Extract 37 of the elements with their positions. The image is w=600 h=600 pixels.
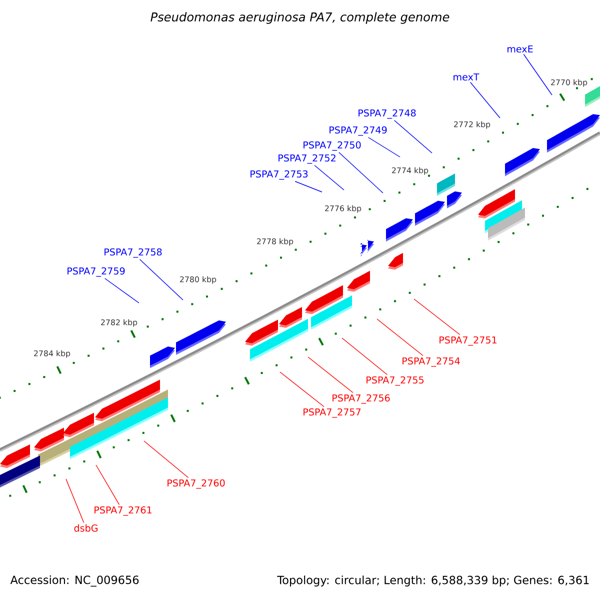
gene-label: PSPA7_2760 — [168, 479, 225, 489]
footer-text: Accession: NC_009656 — [10, 575, 139, 587]
leader-line — [280, 372, 324, 407]
leader-line — [308, 356, 354, 393]
leader-line — [294, 181, 322, 192]
gene-label: PSPA7_2759 — [68, 267, 125, 277]
leader-line — [314, 165, 344, 190]
leader-line — [414, 298, 460, 335]
gene-label: PSPA7_2757 — [304, 408, 361, 418]
leader-line — [394, 120, 432, 154]
gene-label: PSPA7_2754 — [402, 357, 460, 367]
leader-line — [368, 137, 400, 158]
leader-line — [104, 278, 140, 304]
leader-line — [139, 259, 184, 300]
leader-line — [144, 440, 189, 478]
gene-label: PSPA7_2751 — [440, 336, 496, 346]
title: Pseudomonas aeruginosa PA7, complete genome — [150, 12, 450, 24]
leader-line — [376, 318, 424, 356]
leader-line — [66, 478, 84, 523]
leader-line — [342, 338, 388, 375]
gene-label: mexE — [508, 45, 533, 53]
gene-label: PSPA7_2750 — [304, 141, 361, 151]
gene-label: PSPA7_2755 — [366, 376, 424, 386]
gene-label: PSPA7_2749 — [330, 126, 387, 136]
gene-label: PSPA7_2761 — [94, 506, 152, 516]
gene-label: PSPA7_2752 — [278, 154, 336, 164]
leader-line — [338, 152, 384, 194]
gene-label: PSPA7_2756 — [332, 394, 390, 404]
leader-line — [470, 82, 500, 118]
gene-label: PSPA7_2758 — [104, 248, 162, 258]
leader-line — [523, 54, 552, 96]
footer-text: Topology: circular; Length: 6,588,339 bp; Genes: 6,361 — [277, 576, 589, 586]
gene-label: dsbG — [74, 524, 98, 532]
leader-line — [96, 464, 120, 505]
gene-label: mexT — [454, 73, 480, 81]
gene-label: PSPA7_2753 — [250, 170, 308, 180]
gene-label: PSPA7_2748 — [358, 109, 416, 119]
